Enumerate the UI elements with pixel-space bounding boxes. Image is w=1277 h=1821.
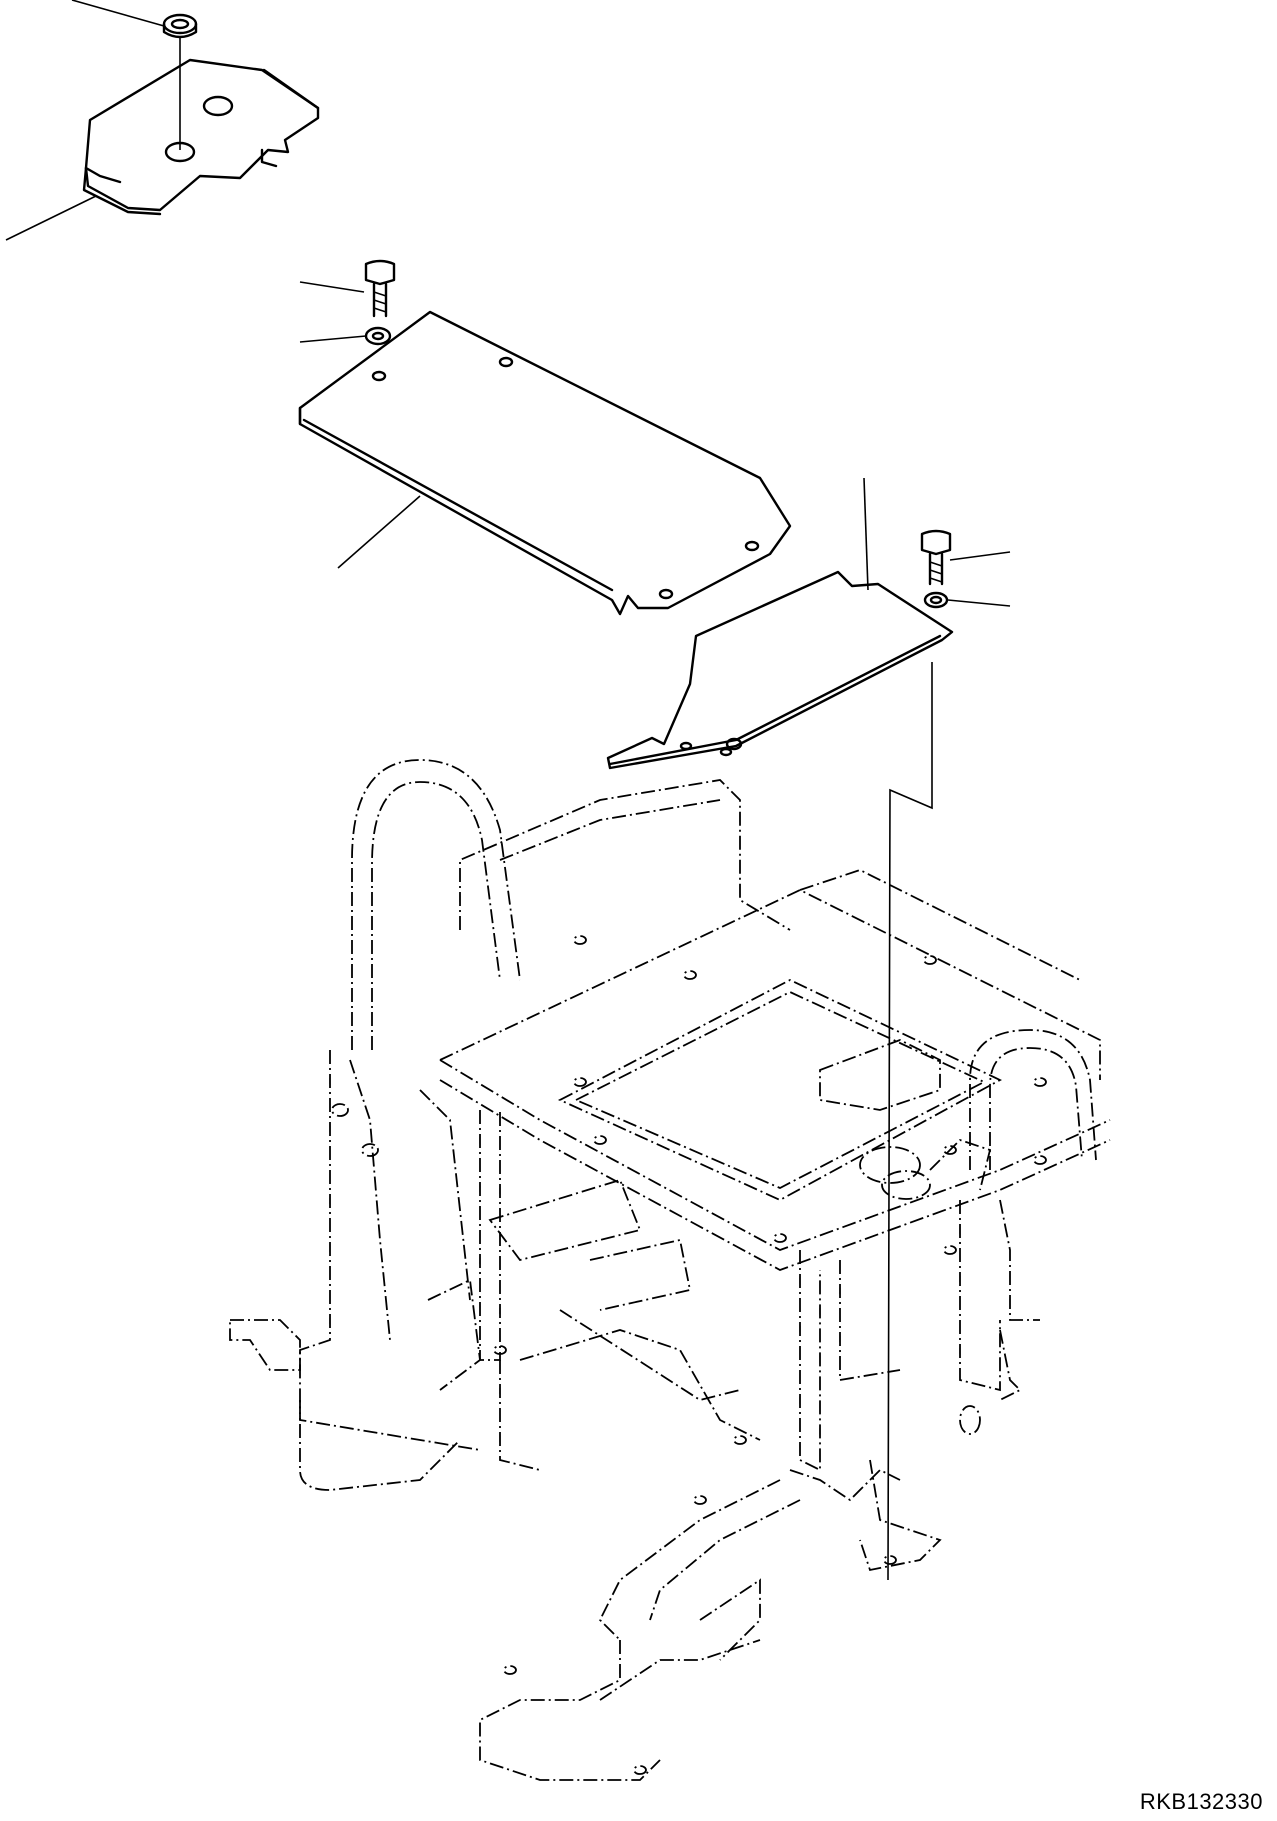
leader-line xyxy=(337,495,421,569)
leader-line xyxy=(947,599,1011,607)
leader-line xyxy=(299,281,365,293)
bolt xyxy=(920,529,952,586)
washer xyxy=(364,326,392,346)
leader-line xyxy=(71,0,165,27)
leader-line xyxy=(949,551,1011,561)
center-line xyxy=(863,477,869,591)
washer xyxy=(923,591,949,609)
leader-line xyxy=(299,335,367,343)
large-cover-plate xyxy=(298,310,792,616)
center-line xyxy=(887,662,933,1581)
bolt xyxy=(364,259,396,318)
right-cover-plate xyxy=(606,570,954,770)
small-cover-plate xyxy=(82,58,320,216)
grommet xyxy=(162,13,198,39)
main-frame xyxy=(229,759,1111,1781)
drawing-code: RKB132330 xyxy=(1139,1789,1263,1814)
leader-line xyxy=(5,195,97,241)
